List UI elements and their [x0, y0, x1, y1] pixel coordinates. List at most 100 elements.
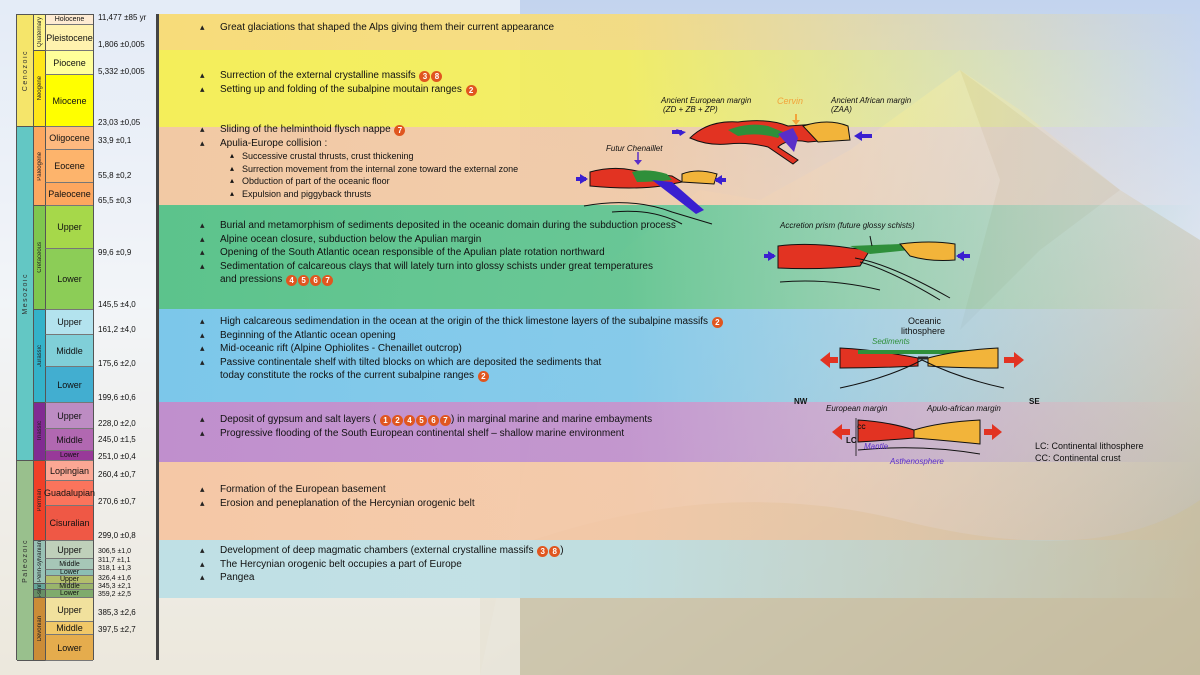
triassic-margin-diagram [832, 418, 1002, 456]
period-neogene: Neogene [33, 51, 45, 127]
period-permian: Permian [33, 461, 45, 541]
epoch-penn-lower: Lower [45, 569, 93, 576]
label-mantle: Mantle [864, 442, 889, 451]
era-cenozoic: Cenozoic [17, 15, 33, 127]
event-item: Formation of the European basement [200, 483, 475, 497]
paleogene-obduction-diagram [576, 152, 726, 225]
label-futur-chenaillet: Futur Chenaillet [606, 144, 663, 153]
label-african-sub: (ZAA) [831, 105, 852, 114]
site-number-badge: 3 [419, 71, 431, 83]
period-label: Neogene [36, 76, 43, 101]
label-european-margin: Ancient European margin [661, 96, 752, 105]
event-text: Formation of the European basement [220, 484, 386, 495]
era-label: Mesozoic [21, 272, 29, 315]
age-label: 161,2 ±4,0 [98, 325, 136, 334]
epoch-penn-middle: Middle [45, 559, 93, 570]
event-text: High calcareous sedimendation in the oce… [220, 316, 709, 327]
label-accretion-prism: Accretion prism (future glossy schists) [780, 221, 915, 230]
era-label: Cenozoic [21, 49, 29, 92]
event-item: Passive continentale shelf with tilted b… [200, 356, 723, 370]
event-continuation: today constitute the rocks of the curren… [220, 369, 723, 383]
event-item: Development of deep magmatic chambers (e… [200, 544, 564, 558]
event-item: High calcareous sedimendation in the oce… [200, 315, 723, 329]
label-lc: LC [846, 436, 857, 445]
label-sediments: Sediments [872, 337, 910, 346]
age-label: 359,2 ±2,5 [98, 591, 132, 598]
epoch-dev-middle: Middle [45, 622, 93, 635]
event-text: today constitute the rocks of the curren… [220, 370, 475, 381]
age-label: 1,806 ±0,005 [98, 40, 145, 49]
site-number-badge: 5 [415, 415, 427, 427]
epoch-miss-lower: Lower [45, 590, 93, 598]
event-item: Alpine ocean closure, subduction below t… [200, 233, 676, 247]
event-text: Deposit of gypsum and salt layers ( [220, 414, 377, 425]
epoch-tri-lower: Lower [45, 451, 93, 461]
period-label: Devonian [36, 616, 43, 642]
event-item: Beginning of the Atlantic ocean opening [200, 329, 723, 343]
age-label: 145,5 ±4,0 [98, 300, 136, 309]
event-text: Progressive flooding of the South Europe… [220, 427, 625, 439]
legend-cc: CC: Continental crust [1035, 453, 1121, 463]
site-number-badge: 2 [465, 84, 477, 96]
period-label: Permian [36, 489, 43, 512]
event-text: Apulia-Europe collision : [220, 137, 328, 149]
label-african-margin: Ancient African margin [831, 96, 912, 105]
site-number-badge: 6 [310, 275, 322, 287]
event-subitem: Successive crustal thrusts, crust thicke… [220, 150, 518, 163]
era-mesozoic: Mesozoic [17, 127, 33, 461]
event-text: Surrection of the external crystalline m… [220, 70, 416, 81]
cretaceous-subduction-diagram [764, 235, 970, 301]
band-text-paleogene: Sliding of the helminthoid flysch nappe … [200, 123, 518, 200]
age-label: 23,03 ±0,05 [98, 118, 141, 127]
site-number-badge: 2 [391, 415, 403, 427]
band-text-neogene: Surrection of the external crystalline m… [200, 69, 477, 96]
event-item: Burial and metamorphism of sediments dep… [200, 219, 676, 233]
epoch-miss-upper: Upper [45, 576, 93, 584]
age-label: 385,3 ±2,6 [98, 608, 136, 617]
site-number-badge: 4 [403, 415, 415, 427]
epoch-dev-lower: Lower [45, 635, 93, 661]
label-european-margin-tri: European margin [826, 404, 888, 413]
epoch-jur-upper: Upper [45, 310, 93, 335]
event-item: Mid-oceanic rift (Alpine Ophiolites - Ch… [200, 342, 723, 356]
period-label: Paleogene [36, 151, 43, 181]
period-carboniferous: Carboniferous [33, 584, 45, 590]
age-label: 260,4 ±0,7 [98, 470, 136, 479]
period-cretaceous: Cretaceous [33, 206, 45, 310]
event-item: Surrection of the external crystalline m… [200, 69, 477, 83]
age-label: 251,0 ±0,4 [98, 452, 136, 461]
timescale-axis [156, 14, 159, 660]
event-item: Apulia-Europe collision : [200, 137, 518, 151]
label-nw: NW [794, 397, 808, 406]
period-label: Quaternary [36, 17, 43, 48]
epoch-cret-upper: Upper [45, 206, 93, 249]
neogene-collision-diagram [672, 114, 872, 165]
event-text: Opening of the South Atlantic ocean resp… [220, 247, 605, 258]
era-label: Paleozoic [21, 538, 29, 583]
age-label: 306,5 ±1,0 [98, 548, 132, 555]
band-text-quaternary: Great glaciations that shaped the Alps g… [200, 21, 555, 35]
epoch-penn-upper: Upper [45, 541, 93, 559]
event-text: Great glaciations that shaped the Alps g… [220, 22, 555, 33]
age-label: 11,477 ±85 yr [98, 13, 147, 22]
epoch-oligocene: Oligocene [45, 127, 93, 150]
label-lithosphere: lithosphere [901, 326, 946, 336]
label-se: SE [1029, 397, 1040, 406]
age-label: 311,7 ±1,1 [98, 557, 131, 564]
event-item: Deposit of gypsum and salt layers ( 1245… [200, 413, 652, 427]
age-label: 5,332 ±0,005 [98, 67, 145, 76]
event-text: Development of deep magmatic chambers (e… [220, 545, 534, 556]
epoch-cisuralian: Cisuralian [45, 506, 93, 541]
age-labels: 11,477 ±85 yr 1,806 ±0,005 5,332 ±0,005 23,… [98, 0, 158, 675]
site-number-badge: 3 [537, 546, 549, 558]
age-label: 270,6 ±0,7 [98, 497, 136, 506]
event-text: Beginning of the Atlantic ocean opening [220, 329, 396, 341]
legend-lc: LC: Continental lithosphere [1035, 441, 1144, 451]
period-label: Jurassic [36, 344, 43, 367]
age-label: 318,1 ±1,3 [98, 565, 132, 572]
site-number-badge: 2 [477, 371, 489, 383]
epoch-tri-upper: Upper [45, 403, 93, 429]
event-item: Sedimentation of calcareous clays that w… [200, 260, 676, 274]
site-number-badge: 7 [394, 125, 406, 137]
